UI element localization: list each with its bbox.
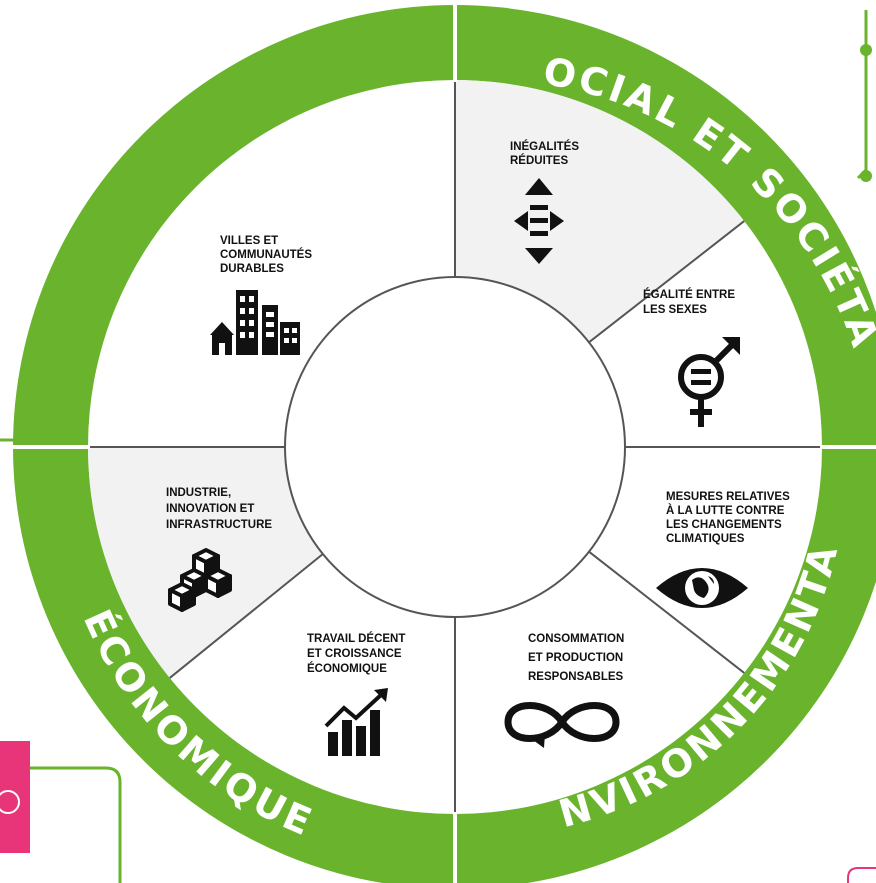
- segment-egalite-line-2: LES SEXES: [643, 304, 707, 316]
- top-right-bracket: [856, 10, 868, 180]
- segment-travail-line-1: TRAVAIL DÉCENT: [307, 632, 405, 645]
- segment-travail: TRAVAIL DÉCENT ET CROISSANCE ÉCONOMIQUE: [307, 632, 409, 756]
- segment-villes-line-2: COMMUNAUTÉS: [220, 248, 312, 261]
- segment-consommation-line-3: RESPONSABLES: [528, 671, 624, 683]
- growth-chart-icon: [324, 688, 388, 756]
- segment-climat-line-2: À LA LUTTE CONTRE: [666, 504, 785, 517]
- segment-villes-line-1: VILLES ET: [220, 235, 278, 247]
- earth-eye-icon: [656, 568, 748, 608]
- segment-travail-line-2: ET CROISSANCE: [307, 648, 402, 660]
- segment-consommation-line-2: ET PRODUCTION: [528, 652, 623, 664]
- segment-villes-line-3: DURABLES: [220, 263, 284, 275]
- top-right-dot-2: [860, 170, 872, 182]
- segment-egalite-title: ÉGALITÉ ENTRE LES SEXES: [643, 288, 738, 316]
- segment-villes-title: VILLES ET COMMUNAUTÉS DURABLES: [220, 235, 315, 275]
- cubes-icon: [168, 548, 232, 612]
- bottom-right-corner: [847, 867, 876, 883]
- segment-climat-title: MESURES RELATIVES À LA LUTTE CONTRE LES …: [666, 491, 793, 545]
- segment-industrie-line-2: INNOVATION ET: [166, 503, 254, 515]
- segment-inegalites-line-1: INÉGALITÉS: [510, 140, 579, 153]
- segment-travail-line-3: ÉCONOMIQUE: [307, 662, 387, 675]
- segment-climat: MESURES RELATIVES À LA LUTTE CONTRE LES …: [656, 491, 793, 608]
- segment-consommation: CONSOMMATION ET PRODUCTION RESPONSABLES: [504, 633, 627, 748]
- pink-badge-globe-icon: [0, 790, 20, 814]
- segment-inegalites-line-2: RÉDUITES: [510, 154, 568, 167]
- equality-arrows-icon: [514, 178, 564, 264]
- segment-climat-line-3: LES CHANGEMENTS: [666, 519, 782, 531]
- city-buildings-icon: [210, 290, 300, 355]
- segment-inegalites: INÉGALITÉS RÉDUITES: [510, 140, 582, 264]
- segment-egalite-line-1: ÉGALITÉ ENTRE: [643, 288, 735, 301]
- segment-divider: [588, 220, 745, 344]
- segment-villes: VILLES ET COMMUNAUTÉS DURABLES: [210, 235, 315, 355]
- segment-inegalites-title: INÉGALITÉS RÉDUITES: [510, 140, 582, 167]
- top-right-dot: [860, 44, 872, 56]
- infinity-loop-icon: [504, 702, 620, 742]
- segment-dividers: [88, 80, 822, 814]
- segment-industrie-line-1: INDUSTRIE,: [166, 487, 231, 499]
- gender-equality-icon: [678, 337, 740, 427]
- segment-egalite: ÉGALITÉ ENTRE LES SEXES: [643, 288, 740, 427]
- segment-travail-title: TRAVAIL DÉCENT ET CROISSANCE ÉCONOMIQUE: [307, 632, 409, 675]
- pink-badge: [0, 741, 30, 853]
- segment-industrie-title: INDUSTRIE, INNOVATION ET INFRASTRUCTURE: [166, 487, 272, 531]
- segment-divider: [588, 550, 745, 674]
- segment-industrie-line-3: INFRASTRUCTURE: [166, 519, 272, 531]
- bottom-left-bracket: [30, 766, 122, 883]
- infinity-arrow-icon: [533, 733, 545, 748]
- segment-consommation-title: CONSOMMATION ET PRODUCTION RESPONSABLES: [528, 633, 627, 683]
- segment-consommation-line-1: CONSOMMATION: [528, 633, 624, 645]
- segment-climat-line-1: MESURES RELATIVES: [666, 491, 790, 503]
- segment-climat-line-4: CLIMATIQUES: [666, 533, 745, 545]
- segment-divider: [169, 553, 324, 679]
- center-hub: [284, 276, 626, 618]
- segment-industrie: INDUSTRIE, INNOVATION ET INFRASTRUCTURE: [166, 487, 272, 612]
